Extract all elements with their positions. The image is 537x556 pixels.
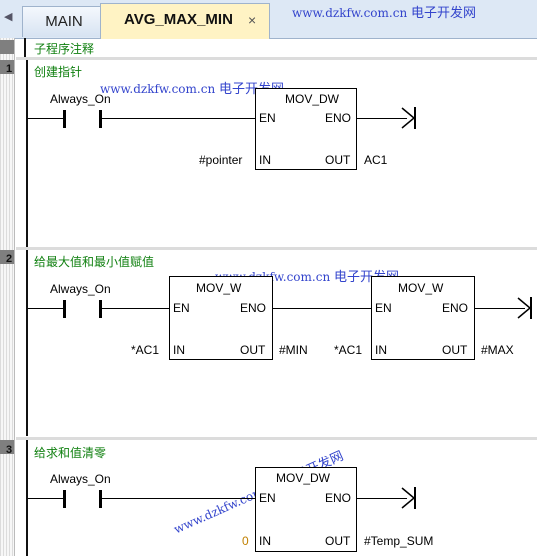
power-rail bbox=[26, 440, 28, 556]
wire bbox=[102, 118, 256, 119]
wire bbox=[28, 498, 64, 499]
in-pin: IN bbox=[259, 153, 271, 167]
wire bbox=[28, 308, 64, 309]
wire bbox=[273, 308, 372, 309]
out-pin: OUT bbox=[240, 343, 266, 357]
network-separator bbox=[16, 247, 537, 250]
mov-dw-block[interactable] bbox=[255, 88, 357, 170]
mov-dw-block[interactable] bbox=[255, 467, 357, 552]
eno-pin: ENO bbox=[325, 491, 352, 505]
in-pin: IN bbox=[173, 343, 185, 357]
in-pin: IN bbox=[375, 343, 387, 357]
out-operand[interactable]: #Temp_SUM bbox=[364, 534, 434, 548]
contact-icon[interactable] bbox=[99, 300, 102, 318]
out-operand[interactable]: #MAX bbox=[481, 343, 514, 357]
out-pin: OUT bbox=[442, 343, 468, 357]
net-gutter-marker bbox=[0, 40, 14, 54]
network-number: 2 bbox=[6, 253, 13, 265]
contact-label: Always_On bbox=[50, 472, 111, 486]
tab-avg-max-min[interactable] bbox=[100, 3, 270, 39]
net-gutter-marker bbox=[0, 440, 14, 454]
coil-arrow-icon bbox=[401, 487, 416, 509]
power-rail bbox=[26, 60, 28, 248]
net-gutter-marker bbox=[0, 60, 14, 74]
power-rail bbox=[26, 250, 28, 436]
mov-w-block[interactable] bbox=[371, 276, 475, 360]
in-operand[interactable]: *AC1 bbox=[334, 343, 363, 357]
net-gutter-marker bbox=[0, 250, 14, 264]
close-icon[interactable]: × bbox=[248, 12, 257, 28]
out-pin: OUT bbox=[325, 534, 351, 548]
watermark-url: www.dzkfw.com.cn bbox=[292, 6, 408, 20]
network-comment[interactable]: 创建指针 bbox=[34, 65, 83, 79]
comment-rail bbox=[24, 38, 26, 58]
mov-w-block[interactable] bbox=[169, 276, 273, 360]
en-pin: EN bbox=[259, 111, 276, 125]
wire bbox=[102, 308, 170, 309]
network-number: 1 bbox=[6, 63, 13, 75]
eno-pin: ENO bbox=[442, 301, 469, 315]
out-pin: OUT bbox=[325, 153, 351, 167]
subroutine-comment[interactable]: 子程序注释 bbox=[34, 42, 95, 56]
block-name: MOV_DW bbox=[276, 471, 330, 485]
in-operand[interactable]: 0 bbox=[242, 534, 249, 548]
contact-icon[interactable] bbox=[99, 490, 102, 508]
wire bbox=[102, 498, 256, 499]
en-pin: EN bbox=[173, 301, 190, 315]
network-comment[interactable]: 给求和值清零 bbox=[34, 446, 107, 460]
network-number: 3 bbox=[6, 444, 13, 456]
block-name: MOV_DW bbox=[285, 92, 339, 106]
coil-arrow-icon bbox=[401, 107, 416, 129]
wire bbox=[357, 498, 407, 499]
contact-label: Always_On bbox=[50, 92, 111, 106]
eno-pin: ENO bbox=[240, 301, 267, 315]
editor-gutter bbox=[0, 38, 15, 556]
wire bbox=[475, 308, 525, 309]
contact-icon[interactable] bbox=[63, 300, 66, 318]
in-operand[interactable]: #pointer bbox=[199, 153, 243, 167]
in-pin: IN bbox=[259, 534, 271, 548]
contact-icon[interactable] bbox=[63, 490, 66, 508]
wire bbox=[357, 118, 407, 119]
tab-avg-max-min-label: AVG_MAX_MIN bbox=[124, 11, 233, 28]
out-operand[interactable]: #MIN bbox=[279, 343, 308, 357]
scroll-left-icon[interactable]: ◀ bbox=[4, 11, 13, 23]
in-operand[interactable]: *AC1 bbox=[131, 343, 160, 357]
watermark-top: www.dzkfw.com.cn 电子开发网 bbox=[292, 2, 476, 21]
out-operand[interactable]: AC1 bbox=[364, 153, 388, 167]
coil-arrow-icon bbox=[517, 297, 532, 319]
network-separator bbox=[16, 437, 537, 440]
contact-icon[interactable] bbox=[99, 110, 102, 128]
contact-icon[interactable] bbox=[63, 110, 66, 128]
contact-label: Always_On bbox=[50, 282, 111, 296]
wire bbox=[28, 118, 64, 119]
watermark-cn: 电子开发网 bbox=[411, 6, 477, 21]
en-pin: EN bbox=[375, 301, 392, 315]
network-comment[interactable]: 给最大值和最小值赋值 bbox=[34, 255, 155, 269]
tab-main[interactable]: MAIN bbox=[22, 6, 106, 37]
eno-pin: ENO bbox=[325, 111, 352, 125]
block-name: MOV_W bbox=[398, 281, 444, 295]
en-pin: EN bbox=[259, 491, 276, 505]
network-separator bbox=[16, 57, 537, 60]
block-name: MOV_W bbox=[196, 281, 242, 295]
